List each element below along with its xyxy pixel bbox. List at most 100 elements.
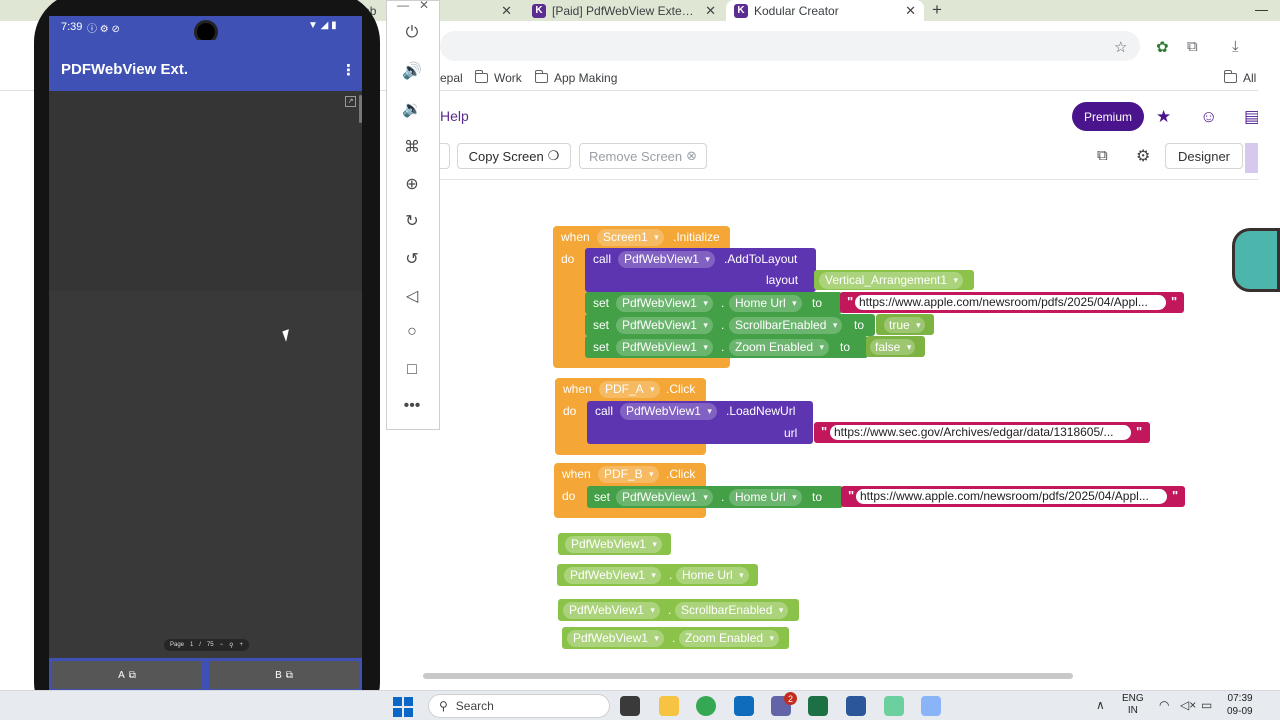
minimize-icon[interactable]: — — [397, 0, 409, 12]
property-dropdown[interactable]: ScrollbarEnabled — [675, 602, 789, 619]
component-dropdown[interactable]: PdfWebView1 — [616, 339, 713, 356]
download-icon[interactable]: ⤓ — [1232, 38, 1239, 55]
taskbar-clock[interactable]: 07:39 09-09 — [1227, 692, 1253, 718]
home-icon[interactable]: ○ — [407, 323, 417, 340]
volume-down-icon[interactable]: 🔉 — [402, 101, 422, 118]
close-icon[interactable]: ✕ — [419, 0, 430, 12]
emulator-taskbar-icon[interactable] — [884, 696, 904, 716]
task-view-icon[interactable] — [620, 696, 640, 716]
zoom-in-icon[interactable]: + — [239, 642, 243, 648]
pdf-page-number[interactable]: 1 — [189, 642, 194, 648]
remove-screen-button[interactable]: Remove Screen ⊗ — [579, 143, 707, 169]
file-explorer-icon[interactable] — [659, 696, 679, 716]
bookmark-epal[interactable]: epal — [440, 71, 463, 85]
search-icon[interactable]: ⚲ — [229, 642, 234, 649]
property-dropdown[interactable]: Zoom Enabled — [729, 339, 830, 356]
designer-button[interactable]: Designer — [1165, 143, 1243, 169]
pdf-page-area-lower[interactable] — [49, 291, 362, 657]
bookmark-work[interactable]: Work — [474, 70, 522, 85]
component-dropdown[interactable]: PdfWebView1 — [567, 630, 664, 647]
puzzle-extensions-icon[interactable]: ⧉ — [1187, 38, 1198, 55]
pdf-b-button[interactable]: B ⧉ — [209, 661, 359, 689]
extension-icon[interactable]: ✿ — [1156, 39, 1169, 56]
rotate-right-icon[interactable]: ↻ — [405, 213, 419, 230]
close-icon[interactable]: ✕ — [501, 2, 512, 18]
overflow-menu-icon[interactable]: ⋮ — [341, 62, 356, 79]
starred-folder-icon[interactable]: ★ — [1156, 107, 1172, 126]
minimize-icon[interactable]: — — [1255, 2, 1268, 17]
gallery-icon[interactable]: ⧉ — [1097, 147, 1108, 164]
new-tab-icon[interactable]: + — [932, 0, 942, 19]
text-value-field[interactable]: https://www.apple.com/newsroom/pdfs/2025… — [856, 489, 1167, 504]
gear-icon[interactable]: ⚙ — [1136, 148, 1151, 165]
close-icon[interactable]: ✕ — [705, 2, 716, 18]
pdf-page-area[interactable] — [49, 91, 362, 291]
tray-overflow-icon[interactable]: ∧ — [1096, 698, 1105, 712]
camera-icon[interactable]: ⌘ — [404, 139, 420, 156]
speaker-icon[interactable]: ◁× — [1180, 698, 1197, 712]
property-dropdown[interactable]: Home Url — [729, 489, 802, 506]
bookmark-app-making[interactable]: App Making — [534, 70, 617, 85]
component-dropdown[interactable]: PdfWebView1 — [616, 317, 713, 334]
premium-button[interactable]: Premium — [1072, 102, 1144, 131]
wifi-icon[interactable]: ◠ — [1159, 698, 1170, 712]
close-icon[interactable]: ✕ — [905, 2, 916, 18]
overview-icon[interactable]: □ — [407, 361, 417, 378]
notepad-icon[interactable] — [846, 696, 866, 716]
screen-dropdown[interactable]: Screen1 — [597, 229, 664, 246]
snipping-tool-icon[interactable] — [921, 696, 941, 716]
outlook-icon[interactable] — [734, 696, 754, 716]
star-bookmark-icon[interactable]: ☆ — [1114, 39, 1128, 56]
set-label: set — [593, 296, 610, 310]
library-icon[interactable]: ▤ — [1244, 107, 1261, 126]
property-dropdown[interactable]: Zoom Enabled — [679, 630, 780, 647]
pdf-a-button[interactable]: A ⧉ — [52, 661, 202, 689]
component-dropdown[interactable]: PDF_A — [599, 381, 660, 398]
workspace-horizontal-scrollbar[interactable] — [423, 673, 1073, 679]
power-icon[interactable]: ⏻ — [405, 24, 419, 41]
event-name-label: .Click — [666, 467, 696, 481]
boolean-dropdown[interactable]: true — [884, 317, 925, 333]
excel-icon[interactable] — [808, 696, 828, 716]
component-dropdown[interactable]: PdfWebView1 — [564, 567, 661, 584]
volume-up-icon[interactable]: 🔊 — [402, 63, 422, 80]
battery-icon[interactable]: ▭ — [1201, 698, 1213, 712]
text-value-field[interactable]: https://www.sec.gov/Archives/edgar/data/… — [830, 425, 1131, 440]
property-dropdown[interactable]: Home Url — [729, 295, 802, 312]
property-dropdown[interactable]: ScrollbarEnabled — [729, 317, 843, 334]
boolean-dropdown[interactable]: false — [870, 339, 916, 355]
clock-time: 07:39 — [1227, 693, 1253, 704]
component-dropdown[interactable]: PdfWebView1 — [616, 295, 713, 312]
tab-kodular-creator[interactable]: K Kodular Creator ✕ — [726, 0, 924, 21]
component-dropdown[interactable]: PdfWebView1 — [563, 602, 660, 619]
copy-screen-button[interactable]: Copy Screen ❍ — [457, 143, 571, 169]
component-dropdown[interactable]: Vertical_Arrangement1 — [819, 272, 964, 289]
component-dropdown[interactable]: PdfWebView1 — [618, 251, 715, 268]
pdf-scrollbar[interactable] — [359, 95, 362, 123]
component-dropdown[interactable]: PdfWebView1 — [565, 536, 662, 553]
language-indicator[interactable]: ENG IN — [1122, 693, 1144, 717]
tab-blank[interactable]: ✕ — [440, 0, 520, 21]
blocks-tab-edge[interactable] — [1245, 143, 1259, 173]
chrome-icon[interactable] — [696, 696, 716, 716]
account-icon[interactable]: ☺ — [1200, 107, 1218, 126]
set-label: set — [593, 318, 610, 332]
rotate-left-icon[interactable]: ↺ — [405, 251, 419, 268]
property-dropdown[interactable]: Home Url — [676, 567, 749, 584]
open-external-icon[interactable]: ↗ — [345, 96, 356, 107]
component-dropdown[interactable]: PdfWebView1 — [616, 489, 713, 506]
kodular-header — [440, 92, 1280, 140]
zoom-out-icon[interactable]: − — [219, 642, 224, 648]
component-dropdown[interactable]: PDF_B — [598, 466, 659, 483]
zoom-icon[interactable]: ⊕ — [405, 176, 419, 193]
more-icon[interactable]: ••• — [403, 397, 421, 414]
help-menu[interactable]: Help — [440, 108, 469, 124]
tab-pdfwebview-extension[interactable]: K [Paid] PdfWebView Extension: P ✕ — [524, 0, 724, 21]
component-dropdown[interactable]: PdfWebView1 — [620, 403, 717, 420]
all-bookmarks[interactable]: All — [1223, 70, 1256, 85]
text-value-field[interactable]: https://www.apple.com/newsroom/pdfs/2025… — [855, 295, 1166, 310]
back-icon[interactable]: ◁ — [405, 288, 419, 305]
taskbar-search[interactable]: ⚲ Search — [428, 694, 610, 718]
windows-start-icon[interactable] — [393, 697, 413, 717]
address-bar[interactable] — [440, 31, 1140, 61]
